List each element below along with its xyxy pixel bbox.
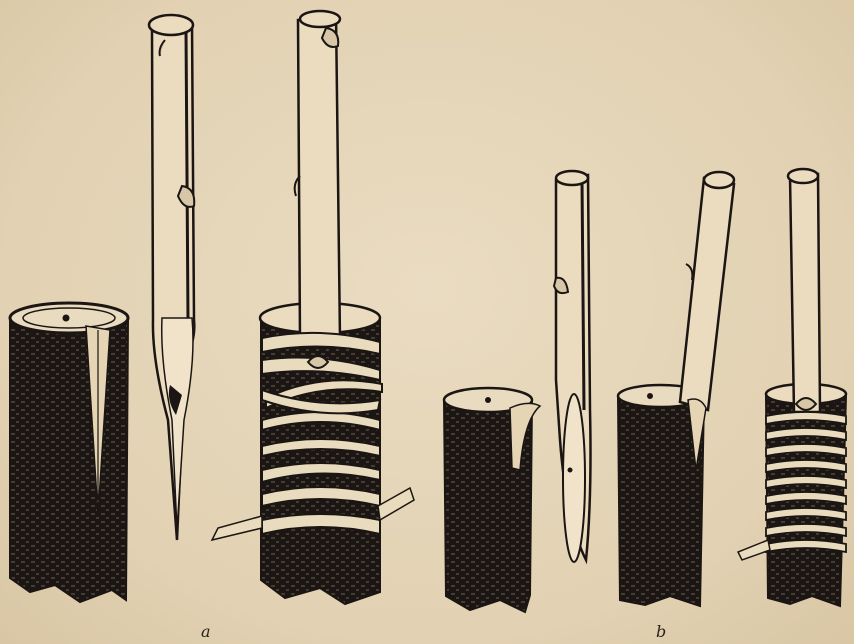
- bound-graft-b: [738, 169, 846, 606]
- graft-inserted-b: [618, 172, 734, 606]
- panel-a: [10, 11, 414, 604]
- scion-wedge-a: [149, 15, 194, 540]
- rootstock-split-a: [10, 303, 128, 602]
- rootstock-notched-b: [444, 388, 540, 612]
- panel-b-label: b: [656, 622, 666, 641]
- scion-slanted-b: [554, 171, 591, 562]
- bound-graft-a: [212, 11, 414, 604]
- panel-a-label: a: [201, 622, 211, 641]
- panel-b: [444, 169, 846, 612]
